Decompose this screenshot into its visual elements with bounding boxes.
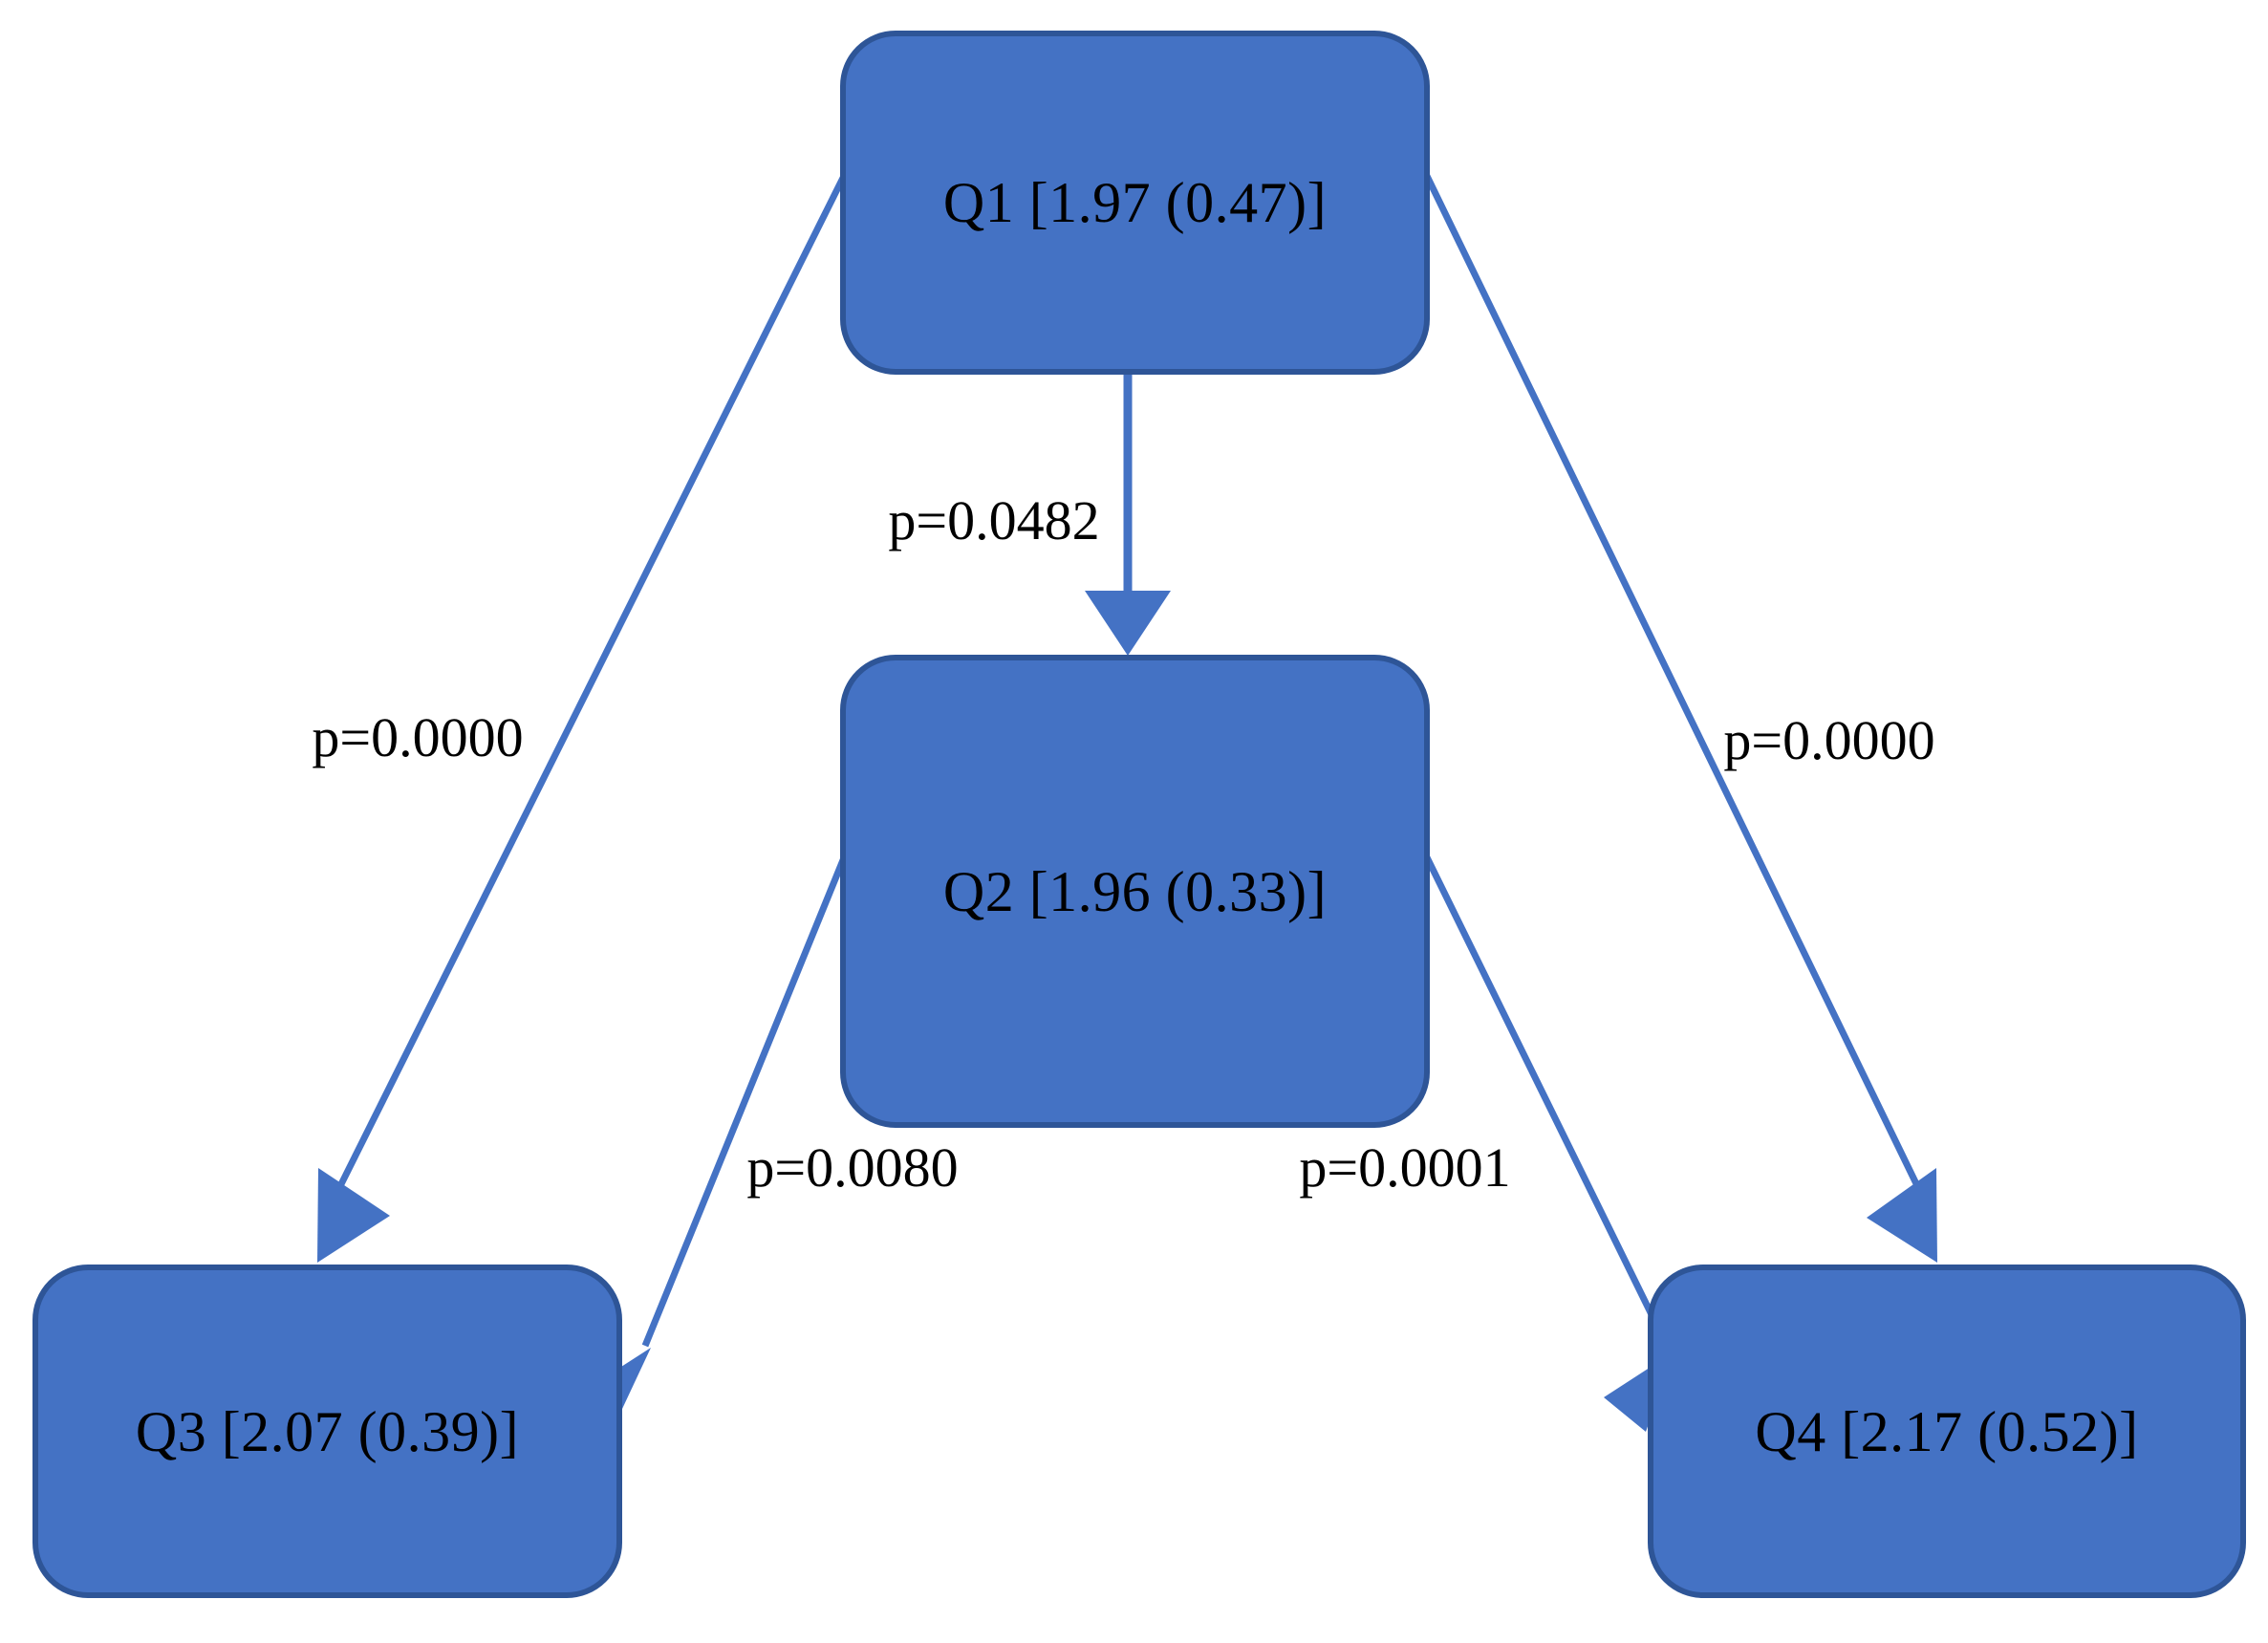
edge-label-q1-to-q2: p=0.0482 xyxy=(888,489,1100,551)
node-q1-label: Q1 [1.97 (0.47)] xyxy=(942,171,1328,234)
node-q3[interactable]: Q3 [2.07 (0.39)] xyxy=(32,1265,622,1598)
edge-label-q1-to-q3: p=0.0000 xyxy=(312,706,524,768)
edge-q1-to-q2 xyxy=(1085,375,1171,656)
node-q1[interactable]: Q1 [1.97 (0.47)] xyxy=(840,31,1430,375)
node-q2[interactable]: Q2 [1.96 (0.33)] xyxy=(840,655,1430,1128)
edge-label-q2-to-q4: p=0.0001 xyxy=(1299,1136,1511,1199)
node-q4[interactable]: Q4 [2.17 (0.52)] xyxy=(1648,1265,2246,1598)
edge-label-q2-to-q3: p=0.0080 xyxy=(746,1136,959,1199)
node-q4-label: Q4 [2.17 (0.52)] xyxy=(1755,1399,2139,1463)
node-q2-label: Q2 [1.96 (0.33)] xyxy=(942,859,1328,923)
edge-q1-to-q4 xyxy=(1422,172,1937,1263)
node-q3-label: Q3 [2.07 (0.39)] xyxy=(135,1399,520,1463)
edge-label-q1-to-q4: p=0.0000 xyxy=(1723,709,1935,771)
edge-q1-to-q3 xyxy=(317,172,849,1263)
